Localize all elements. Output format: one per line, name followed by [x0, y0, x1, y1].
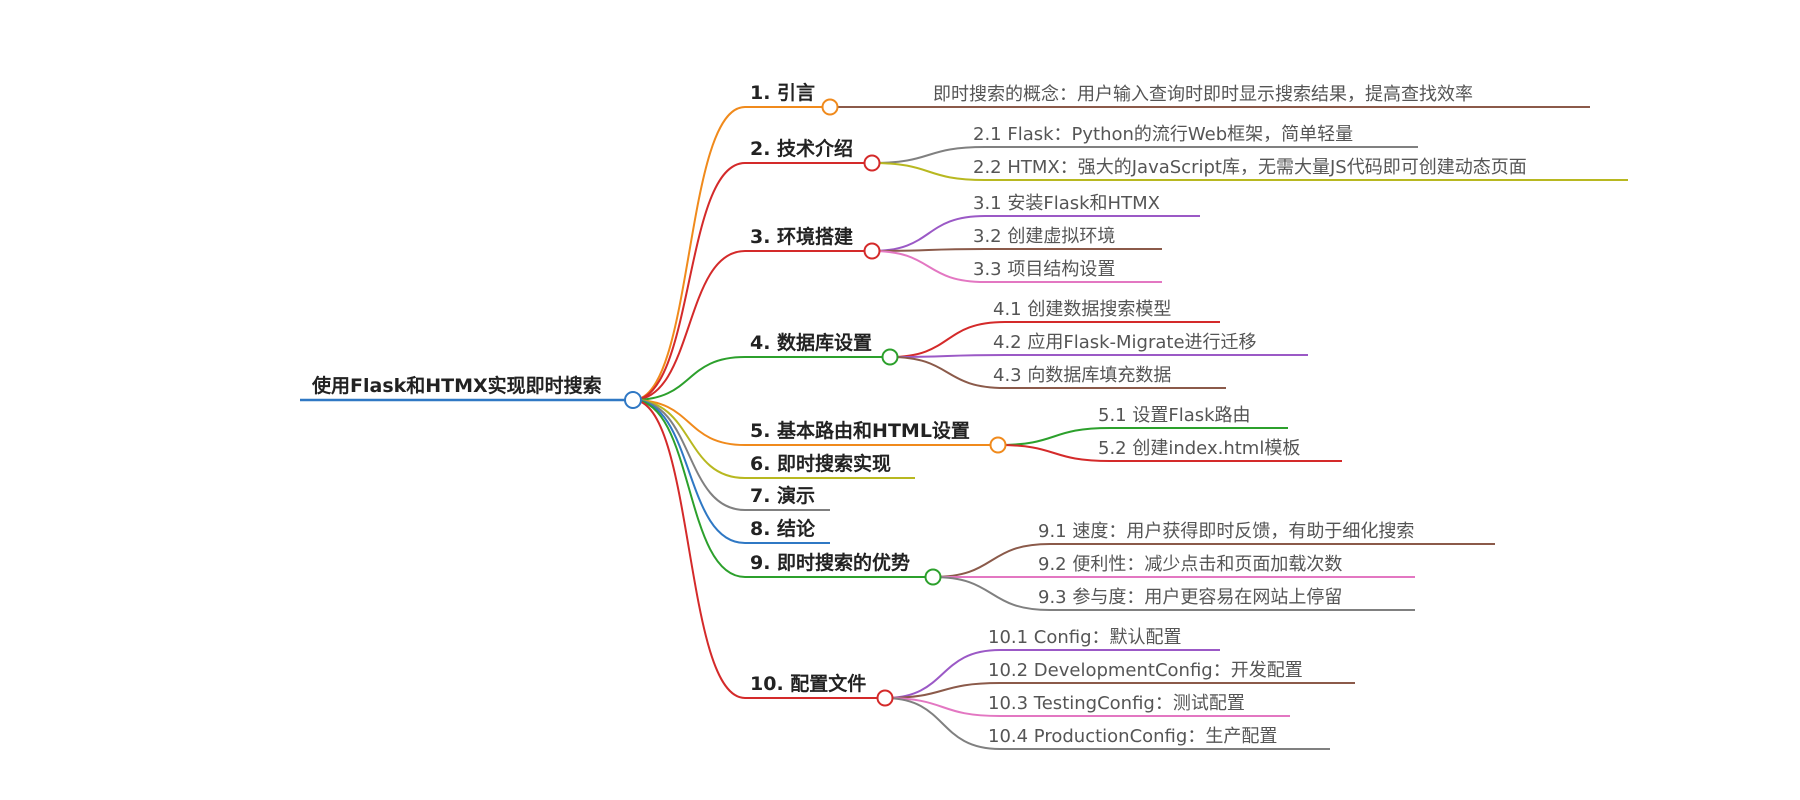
branch-7-label: 7. 演示: [750, 484, 815, 507]
branch-4-child-3-label: 4.3 向数据库填充数据: [993, 365, 1171, 386]
branch-9-label: 9. 即时搜索的优势: [750, 551, 910, 574]
edge-branch-3-child-1: [871, 215, 986, 252]
edge-branch-10-child-3: [884, 697, 1001, 717]
branch-3-node-circle: [863, 242, 881, 260]
branch-3-child-3-label: 3.3 项目结构设置: [973, 259, 1115, 280]
branch-9-child-1-label: 9.1 速度：用户获得即时反馈，有助于细化搜索: [1038, 521, 1414, 542]
branch-10-child-2-label: 10.2 DevelopmentConfig：开发配置: [988, 660, 1303, 681]
branch-4-child-2-label: 4.2 应用Flask-Migrate进行迁移: [993, 332, 1257, 353]
branch-3-label: 3. 环境搭建: [750, 225, 853, 248]
branch-9-child-3-label: 9.3 参与度：用户更容易在网站上停留: [1038, 587, 1342, 608]
root-label: 使用Flask和HTMX实现即时搜索: [311, 374, 602, 397]
edge-root-to-branch-2: [632, 162, 746, 401]
edge-branch-3-child-3: [871, 250, 986, 283]
edge-branch-4-child-2: [889, 354, 1006, 358]
branch-1-child-1-label: 即时搜索的概念：用户输入查询时即时显示搜索结果，提高查找效率: [933, 83, 1473, 105]
labels-layer: 使用Flask和HTMX实现即时搜索 1. 引言 即时搜索的概念：用户输入查询时即时…: [311, 81, 1527, 747]
branch-2-child-2-label: 2.2 HTMX：强大的JavaScript库，无需大量JS代码即可创建动态页面: [973, 157, 1527, 178]
edge-branch-10-child-1: [884, 649, 1001, 699]
branch-10-child-4-label: 10.4 ProductionConfig：生产配置: [988, 726, 1277, 747]
edge-branch-4-child-3: [889, 356, 1006, 389]
edge-branch-9-child-3: [932, 576, 1051, 611]
edge-root-to-branch-5: [632, 399, 746, 446]
branch-8-label: 8. 结论: [750, 517, 816, 540]
edge-branch-10-child-4: [884, 697, 1001, 750]
edge-branch-2-child-2: [871, 162, 986, 181]
edge-branch-3-child-2: [871, 248, 986, 252]
edge-branch-5-child-2: [997, 444, 1111, 462]
branch-5-child-2-label: 5.2 创建index.html模板: [1098, 438, 1300, 459]
edge-root-to-branch-9: [632, 399, 746, 578]
edge-root-to-branch-4: [632, 356, 746, 401]
branch-2-label: 2. 技术介绍: [750, 137, 853, 160]
edge-root-to-branch-8: [632, 399, 746, 544]
edge-root-to-branch-3: [632, 250, 746, 401]
branch-1-label: 1. 引言: [750, 81, 815, 104]
branch-5-node-circle: [989, 436, 1007, 454]
edge-branch-2-child-1: [871, 146, 986, 164]
branch-10-node-circle: [876, 689, 894, 707]
branch-4-label: 4. 数据库设置: [750, 331, 872, 354]
underlines-layer: [300, 106, 1628, 750]
branch-9-child-2-label: 9.2 便利性：减少点击和页面加载次数: [1038, 554, 1342, 575]
branch-10-child-3-label: 10.3 TestingConfig：测试配置: [988, 693, 1245, 714]
branch-2-child-1-label: 2.1 Flask：Python的流行Web框架，简单轻量: [973, 124, 1353, 145]
edge-root-to-branch-10: [632, 399, 746, 699]
branch-5-child-1-label: 5.1 设置Flask路由: [1098, 405, 1251, 426]
branch-1-node-circle: [821, 98, 839, 116]
node-circles-layer: [624, 98, 1007, 707]
branch-4-node-circle: [881, 348, 899, 366]
branch-5-label: 5. 基本路由和HTML设置: [750, 419, 970, 442]
branch-9-node-circle: [924, 568, 942, 586]
branch-4-child-1-label: 4.1 创建数据搜索模型: [993, 299, 1171, 320]
branch-3-child-1-label: 3.1 安装Flask和HTMX: [973, 193, 1160, 214]
branch-2-node-circle: [863, 154, 881, 172]
edge-root-to-branch-1: [632, 106, 746, 401]
edges-layer: [632, 105, 1111, 750]
edge-branch-10-child-2: [884, 682, 1001, 699]
branch-3-child-2-label: 3.2 创建虚拟环境: [973, 226, 1115, 247]
edge-branch-5-child-1: [997, 427, 1111, 446]
edge-branch-9-child-1: [932, 543, 1051, 578]
branch-6-label: 6. 即时搜索实现: [750, 452, 891, 475]
branch-10-child-1-label: 10.1 Config：默认配置: [988, 627, 1182, 648]
root-node-circle: [624, 391, 642, 409]
edge-root-to-branch-6: [632, 399, 746, 479]
edge-root-to-branch-7: [632, 399, 746, 511]
edge-branch-4-child-1: [889, 321, 1006, 358]
branch-10-label: 10. 配置文件: [750, 672, 866, 695]
